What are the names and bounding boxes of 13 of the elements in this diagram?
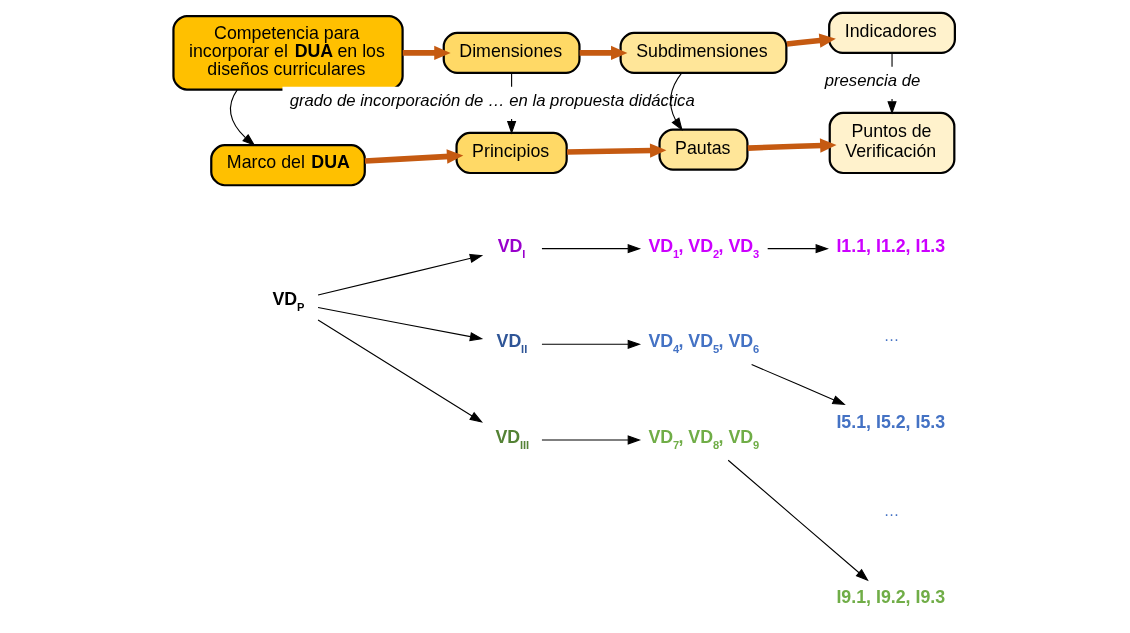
node-text: VD$_{P}$ <box>272 289 305 314</box>
node-text: VD$_{III}$ <box>495 427 530 452</box>
node-text: VD$_{I}$ <box>497 235 526 260</box>
node-text: VD$_{1}$, VD$_{2}$, VD$_{3}$ <box>648 235 760 260</box>
node-text: I9.1, I9.2, I9.3 <box>836 587 946 608</box>
label: … <box>883 502 900 520</box>
label: … <box>883 326 900 344</box>
node-text: VD$_{7}$, VD$_{8}$, VD$_{9}$ <box>648 427 760 452</box>
edge-label: presencia de <box>824 71 921 91</box>
node-text: I5.1, I5.2, I5.3 <box>836 411 946 432</box>
node-text: VD$_{4}$, VD$_{5}$, VD$_{6}$ <box>648 331 760 356</box>
node-text: I1.1, I1.2, I1.3 <box>836 235 946 256</box>
node-text: VD$_{II}$ <box>496 331 528 356</box>
